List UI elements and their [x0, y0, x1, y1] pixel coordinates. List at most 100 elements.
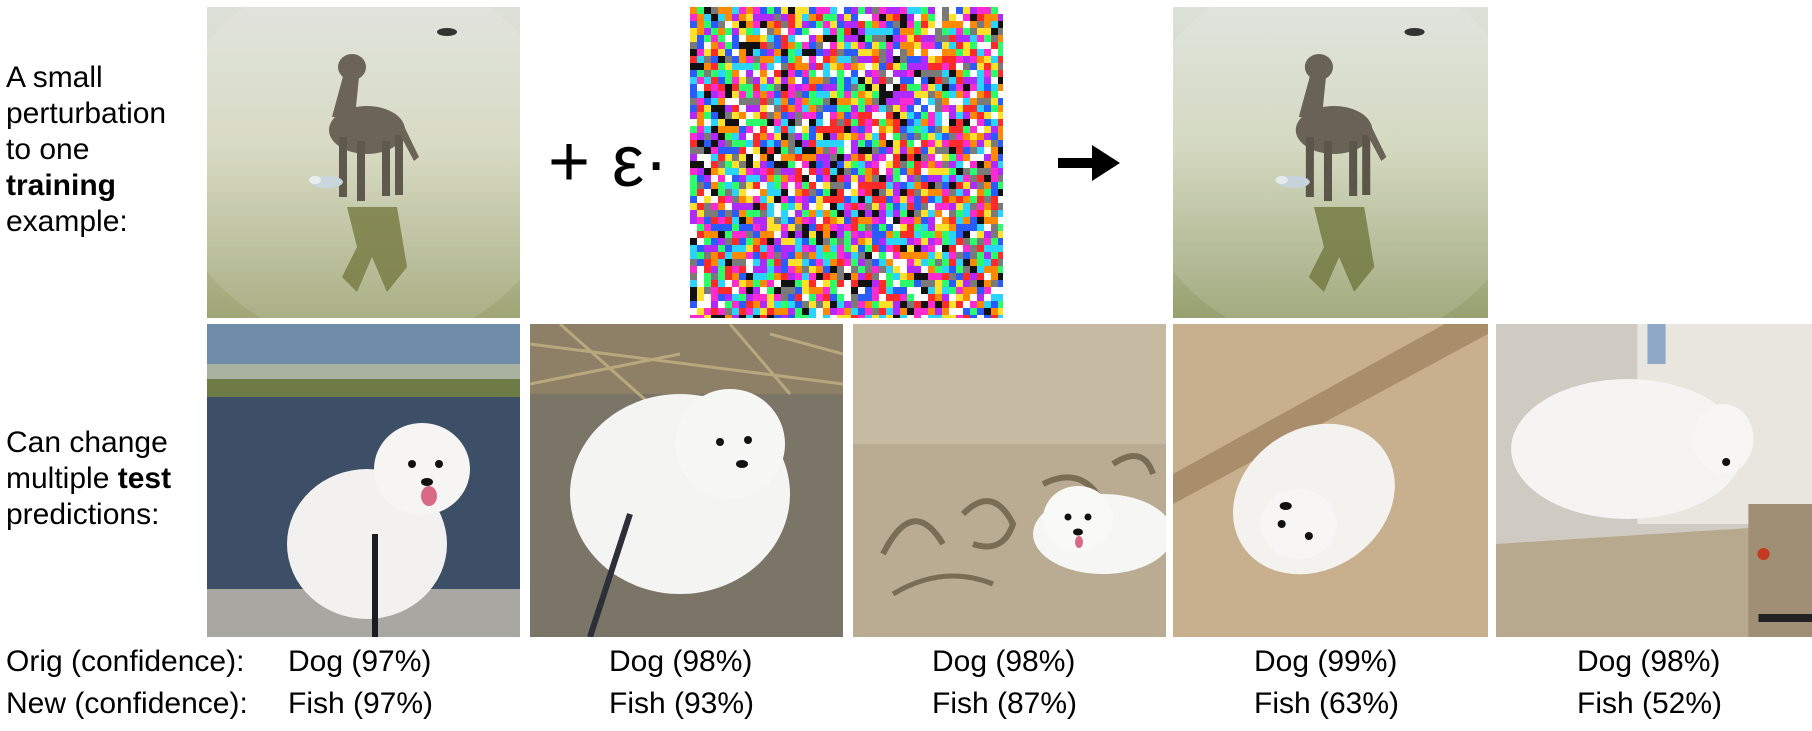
noise-cell: [690, 133, 697, 140]
noise-cell: [767, 28, 774, 35]
noise-cell: [998, 287, 1003, 294]
noise-cell: [774, 35, 781, 42]
noise-cell: [865, 245, 872, 252]
noise-cell: [886, 203, 893, 210]
noise-cell: [879, 175, 886, 182]
noise-cell: [781, 91, 788, 98]
noise-cell: [921, 210, 928, 217]
noise-cell: [907, 203, 914, 210]
noise-cell: [928, 91, 935, 98]
noise-cell: [872, 21, 879, 28]
noise-cell: [963, 7, 970, 14]
noise-cell: [963, 77, 970, 84]
noise-cell: [830, 203, 837, 210]
noise-cell: [872, 14, 879, 21]
noise-cell: [872, 168, 879, 175]
noise-cell: [697, 273, 704, 280]
noise-cell: [879, 231, 886, 238]
noise-cell: [697, 308, 704, 315]
noise-cell: [970, 7, 977, 14]
noise-cell: [991, 98, 998, 105]
noise-cell: [942, 77, 949, 84]
noise-cell: [984, 280, 991, 287]
noise-cell: [956, 161, 963, 168]
noise-cell: [858, 210, 865, 217]
noise-cell: [732, 287, 739, 294]
noise-cell: [900, 161, 907, 168]
noise-cell: [767, 315, 774, 318]
noise-cell: [921, 231, 928, 238]
noise-cell: [781, 294, 788, 301]
noise-cell: [732, 49, 739, 56]
noise-cell: [837, 238, 844, 245]
noise-cell: [935, 287, 942, 294]
noise-cell: [697, 154, 704, 161]
noise-cell: [872, 161, 879, 168]
noise-cell: [886, 315, 893, 318]
noise-cell: [872, 63, 879, 70]
noise-cell: [788, 119, 795, 126]
noise-cell: [788, 35, 795, 42]
noise-cell: [746, 175, 753, 182]
noise-cell: [844, 287, 851, 294]
noise-cell: [739, 308, 746, 315]
noise-cell: [704, 98, 711, 105]
noise-cell: [858, 287, 865, 294]
noise-cell: [774, 84, 781, 91]
noise-cell: [858, 315, 865, 318]
noise-cell: [781, 140, 788, 147]
noise-cell: [823, 231, 830, 238]
noise-cell: [949, 273, 956, 280]
noise-cell: [893, 301, 900, 308]
noise-cell: [872, 112, 879, 119]
noise-cell: [935, 203, 942, 210]
noise-cell: [837, 308, 844, 315]
noise-cell: [802, 98, 809, 105]
noise-cell: [963, 315, 970, 318]
noise-cell: [893, 224, 900, 231]
noise-cell: [690, 28, 697, 35]
noise-cell: [928, 196, 935, 203]
noise-cell: [837, 154, 844, 161]
noise-cell: [746, 301, 753, 308]
noise-cell: [760, 210, 767, 217]
noise-cell: [837, 14, 844, 21]
noise-cell: [739, 294, 746, 301]
noise-cell: [963, 105, 970, 112]
noise-cell: [767, 301, 774, 308]
noise-cell: [900, 119, 907, 126]
noise-cell: [984, 308, 991, 315]
noise-cell: [767, 35, 774, 42]
noise-cell: [725, 280, 732, 287]
noise-cell: [830, 238, 837, 245]
noise-cell: [851, 98, 858, 105]
noise-cell: [844, 182, 851, 189]
noise-cell: [725, 35, 732, 42]
noise-cell: [795, 147, 802, 154]
noise-cell: [991, 210, 998, 217]
noise-cell: [893, 14, 900, 21]
noise-cell: [998, 280, 1003, 287]
noise-cell: [956, 91, 963, 98]
noise-cell: [788, 315, 795, 318]
noise-cell: [886, 98, 893, 105]
noise-cell: [690, 42, 697, 49]
noise-cell: [725, 161, 732, 168]
noise-cell: [823, 84, 830, 91]
noise-cell: [928, 315, 935, 318]
noise-cell: [900, 182, 907, 189]
noise-cell: [921, 287, 928, 294]
noise-cell: [718, 112, 725, 119]
noise-cell: [949, 231, 956, 238]
noise-cell: [830, 301, 837, 308]
noise-cell: [704, 7, 711, 14]
noise-cell: [704, 126, 711, 133]
noise-cell: [753, 287, 760, 294]
noise-cell: [900, 126, 907, 133]
noise-cell: [893, 7, 900, 14]
noise-cell: [753, 133, 760, 140]
noise-cell: [977, 63, 984, 70]
noise-cell: [767, 308, 774, 315]
noise-cell: [753, 126, 760, 133]
noise-cell: [865, 98, 872, 105]
